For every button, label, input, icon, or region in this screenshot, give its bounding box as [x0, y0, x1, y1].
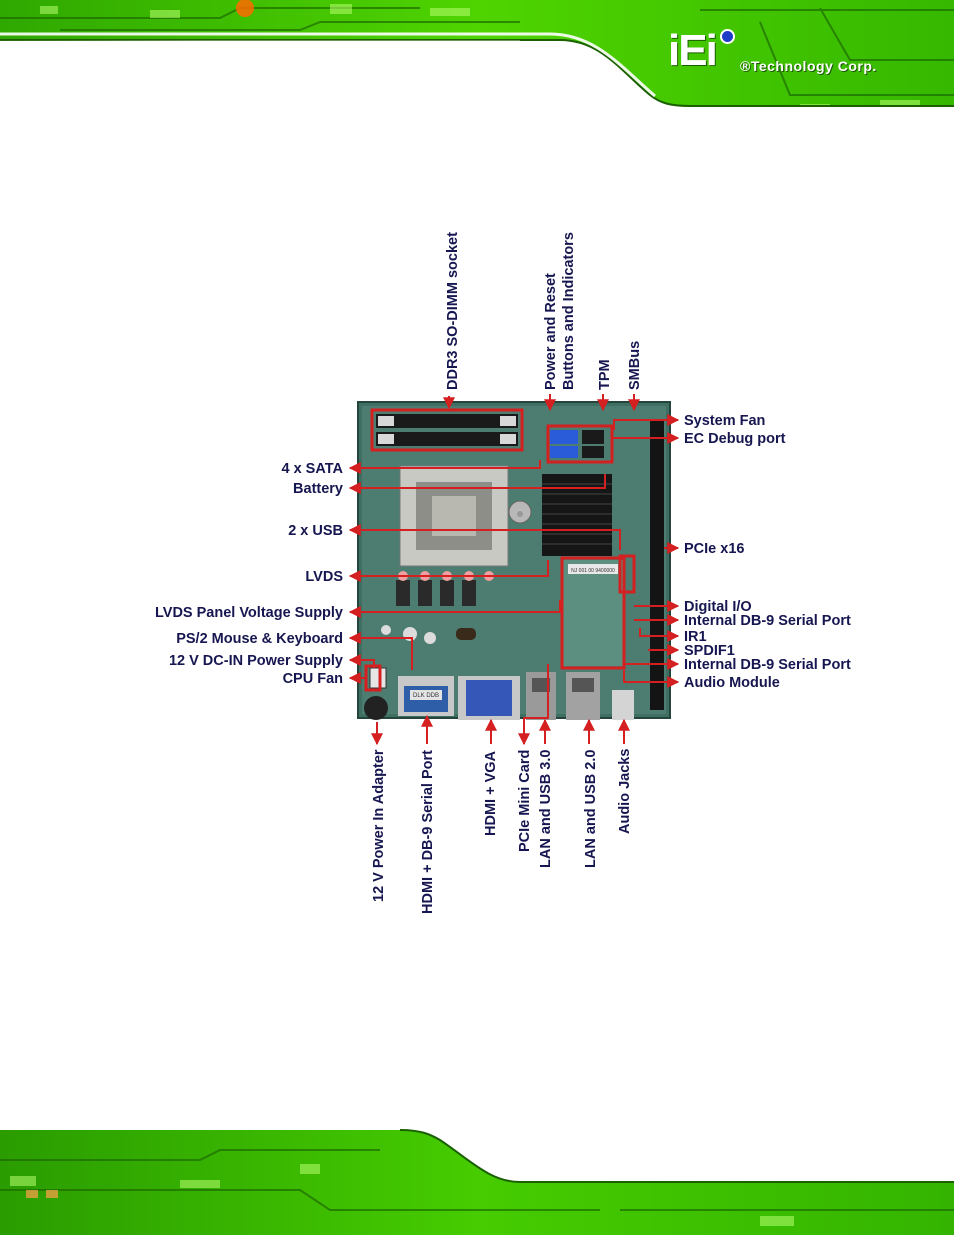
label-ir1: IR1 [684, 629, 707, 645]
label-2x-usb: 2 x USB [288, 523, 343, 539]
label-hdmi-vga: HDMI + VGA [483, 750, 499, 836]
label-hdmi-serial: HDMI + DB-9 Serial Port [420, 750, 436, 914]
label-dc-in: 12 V DC-IN Power Supply [169, 653, 343, 669]
label-spdif1: SPDIF1 [684, 643, 735, 659]
footer-pcb-band [0, 1120, 954, 1235]
motherboard-diagram: NJ 001 00 9400000 DLK DDB [155, 232, 851, 914]
label-lan-usb2: LAN and USB 2.0 [583, 750, 599, 868]
label-internal-serial-1: Internal DB-9 Serial Port [684, 613, 851, 629]
label-lan-usb3: LAN and USB 3.0 [538, 750, 554, 868]
callout-boxes [364, 408, 636, 692]
label-pcie-x16: PCIe x16 [684, 541, 744, 557]
label-power-reset: Power and Reset [543, 273, 559, 390]
label-buttons-indicators: Buttons and Indicators [561, 232, 577, 390]
mini-card-sticker: NJ 001 00 9400000 [571, 568, 615, 574]
logo-company: ®Technology Corp. [740, 58, 877, 74]
callout-arrows [348, 394, 680, 746]
label-4x-sata: 4 x SATA [281, 461, 343, 477]
label-cpu-fan: CPU Fan [283, 671, 343, 687]
label-ec-debug: EC Debug port [684, 431, 786, 447]
label-smbus: SMBus [627, 341, 643, 390]
iei-logo: iEi ®Technology Corp. [668, 27, 920, 79]
label-lvds: LVDS [305, 569, 343, 585]
serial-connector-text: DLK DDB [413, 693, 439, 699]
logo-dot-icon [720, 29, 735, 44]
label-digital-io: Digital I/O [684, 599, 752, 615]
label-audio-jacks: Audio Jacks [617, 749, 633, 834]
logo-mark: iEi [668, 26, 718, 75]
label-ddr3-socket: DDR3 SO-DIMM socket [445, 232, 461, 390]
label-lvds-voltage: LVDS Panel Voltage Supply [155, 605, 343, 621]
label-battery: Battery [293, 481, 343, 497]
label-system-fan: System Fan [684, 413, 765, 429]
label-tpm: TPM [597, 359, 613, 390]
label-audio-module: Audio Module [684, 675, 780, 691]
label-12v-adapter: 12 V Power In Adapter [371, 749, 387, 902]
label-internal-serial-2: Internal DB-9 Serial Port [684, 657, 851, 673]
header-pcb-band [0, 0, 954, 120]
label-pcie-mini-card: PCIe Mini Card [517, 750, 533, 852]
label-ps2: PS/2 Mouse & Keyboard [176, 631, 343, 647]
